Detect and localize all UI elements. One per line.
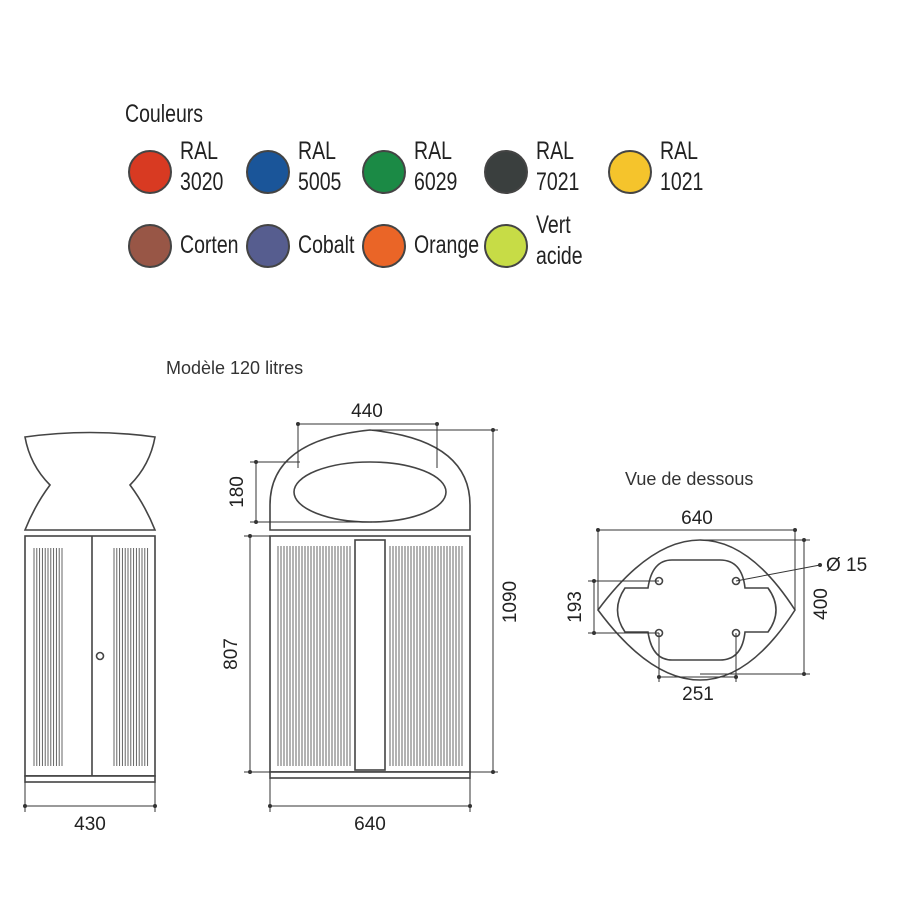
colors-heading: Couleurs — [125, 100, 204, 128]
color-label: Corten — [180, 230, 239, 261]
side-view-slats-right — [113, 548, 149, 766]
color-label-line2: 6029 — [414, 168, 458, 196]
color-label-line2: acide — [536, 242, 583, 270]
front-view-slats-right — [389, 546, 463, 766]
color-label: RAL 6029 — [414, 136, 457, 198]
color-label-line1: RAL — [536, 137, 574, 165]
front-view-opening — [293, 461, 447, 523]
front-width-label: 640 — [354, 814, 386, 835]
color-label: RAL 5005 — [298, 136, 341, 198]
lock-icon — [95, 651, 105, 661]
color-swatch — [246, 224, 290, 268]
bottom-view-title: Vue de dessous — [625, 469, 754, 489]
color-label-line2: 3020 — [180, 168, 224, 196]
color-label: RAL 7021 — [536, 136, 579, 198]
color-label-line2: 5005 — [298, 168, 342, 196]
side-view-slats-left — [33, 548, 63, 766]
color-label-line2: 7021 — [536, 168, 580, 196]
front-view-slats-left — [277, 546, 351, 766]
color-label-line1: RAL — [660, 137, 698, 165]
color-label-line1: Cobalt — [298, 231, 355, 259]
color-label-line1: RAL — [414, 137, 452, 165]
front-total-height-label: 1090 — [500, 581, 521, 623]
color-swatch — [362, 150, 406, 194]
front-top-width-label: 440 — [351, 401, 383, 422]
front-view: 440 180 807 1090 640 — [221, 401, 521, 835]
bottom-width-label: 640 — [681, 508, 713, 529]
color-label: Orange — [414, 230, 479, 261]
hole-diameter-leader — [735, 564, 821, 582]
bottom-view: 640 400 193 251 Ø 15 — [565, 508, 867, 705]
color-label-line2: 1021 — [660, 168, 704, 196]
color-swatch — [362, 224, 406, 268]
model-title: Modèle 120 litres — [166, 358, 304, 378]
color-label-line1: Corten — [180, 231, 239, 259]
color-swatch — [128, 150, 172, 194]
front-view-center-post — [354, 539, 386, 771]
side-view-body — [24, 535, 156, 777]
bottom-hole-spacing-x-label: 251 — [682, 684, 714, 705]
side-view: 430 — [23, 431, 157, 835]
color-swatch — [246, 150, 290, 194]
color-label-line1: RAL — [298, 137, 336, 165]
front-view-base — [269, 771, 471, 779]
side-view-base — [24, 775, 156, 783]
color-swatch — [484, 150, 528, 194]
color-label-line1: Orange — [414, 231, 480, 259]
color-swatch — [484, 224, 528, 268]
color-label: Vert acide — [536, 210, 583, 272]
color-label-line1: Vert — [536, 211, 571, 239]
bottom-hole-spacing-y-label: 193 — [565, 591, 586, 623]
side-width-label: 430 — [74, 814, 106, 835]
color-label: RAL 3020 — [180, 136, 223, 198]
color-swatch — [608, 150, 652, 194]
front-body-height-label: 807 — [221, 638, 242, 670]
color-label-line1: RAL — [180, 137, 218, 165]
front-top-height-label: 180 — [227, 476, 248, 508]
bottom-depth-label: 400 — [811, 588, 832, 620]
bottom-hole-diameter-label: Ø 15 — [826, 555, 867, 576]
color-swatch — [128, 224, 172, 268]
color-label: Cobalt — [298, 230, 354, 261]
color-label: RAL 1021 — [660, 136, 703, 198]
side-view-top — [23, 431, 157, 531]
